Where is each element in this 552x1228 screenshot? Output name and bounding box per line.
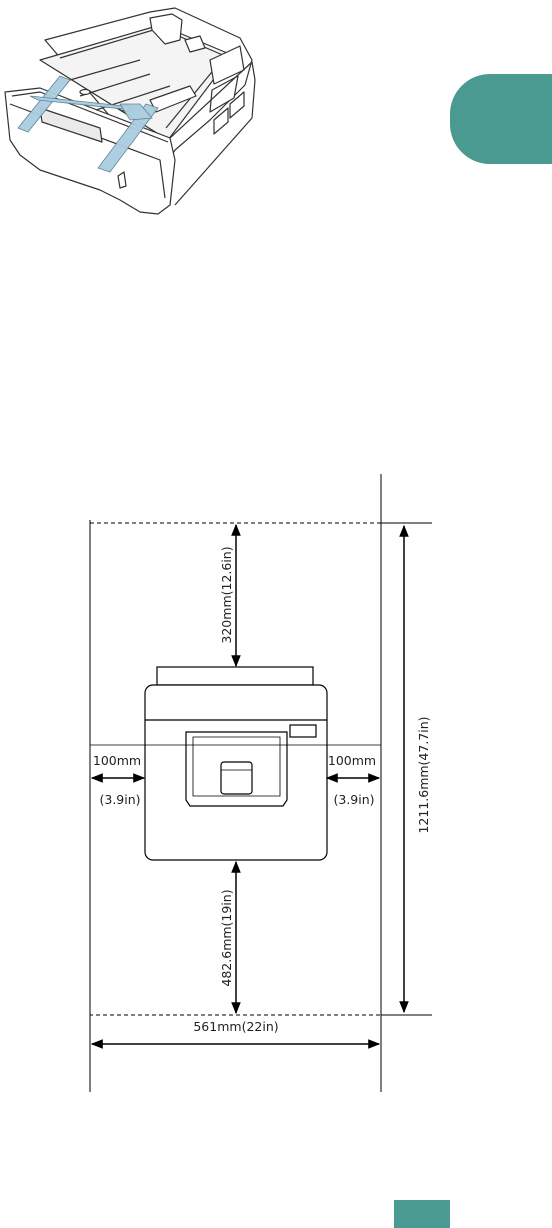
page-number-badge [394,1200,450,1228]
paper-tray-illustration [0,0,280,225]
total-height-label: 1211.6mm(47.7in) [416,716,431,833]
total-width-label: 561mm(22in) [193,1019,278,1034]
top-clearance-label: 320mm(12.6in) [219,546,234,643]
left-clearance-in-label: (3.9in) [99,792,140,807]
right-clearance-in-label: (3.9in) [333,792,374,807]
printer-top-view [145,667,327,860]
printer-clearance-diagram: 320mm(12.6in) 482.6mm(19in) 100mm (3.9in… [0,460,552,1100]
right-clearance-mm-label: 100mm [328,753,376,768]
bottom-clearance-label: 482.6mm(19in) [219,889,234,986]
left-clearance-mm-label: 100mm [93,753,141,768]
chapter-tab-marker [450,74,552,164]
